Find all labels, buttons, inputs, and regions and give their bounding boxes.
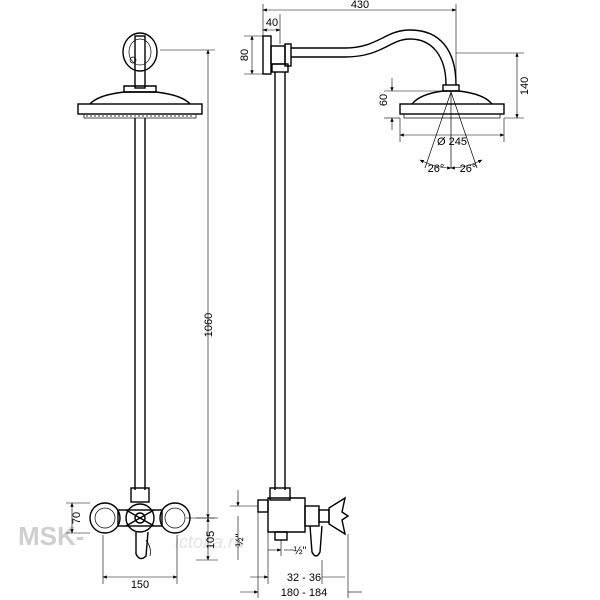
connection-label: 32 - 36 <box>287 572 321 584</box>
height-label: 1060 <box>203 313 215 337</box>
dim-head-height: 60 <box>378 78 443 130</box>
width-label: 150 <box>131 579 149 591</box>
depth-label: 180 - 184 <box>281 587 327 599</box>
head-height-label: 60 <box>378 94 390 106</box>
dim-inlet: ½" <box>230 490 258 560</box>
dim-width: 150 <box>102 535 178 591</box>
front-view: 1060 70 105 150 <box>66 32 218 591</box>
dim-handle-offset: 70 <box>66 502 90 534</box>
side-mixer-valve <box>257 487 350 557</box>
dim-depth: 180 - 184 <box>240 512 362 599</box>
side-view: 26° 26° 430 <box>230 0 531 599</box>
front-riser-pipe <box>134 118 146 490</box>
arm-length-label: 430 <box>351 0 369 11</box>
side-wall-flange <box>262 35 292 75</box>
angle-right-label: 26° <box>460 163 477 175</box>
dim-flange: 80 <box>239 35 263 75</box>
front-wall-bracket <box>122 32 158 89</box>
spray-angle-lines: 26° 26° <box>419 91 483 175</box>
handle-offset-label: 70 <box>71 512 83 524</box>
side-shower-arm <box>291 29 460 92</box>
outlet-label: ½" <box>293 545 306 557</box>
inlet-label: ½" <box>234 533 246 546</box>
angle-left-label: 26° <box>428 163 445 175</box>
dim-arm-length: 430 <box>262 0 457 85</box>
dim-connection: 32 - 36 <box>250 532 345 584</box>
side-shower-head <box>399 90 505 119</box>
wall-offset-label: 40 <box>266 17 278 29</box>
bottom-height-label: 105 <box>205 531 217 549</box>
drop-label: 140 <box>519 77 531 95</box>
dim-bottom-height: 105 <box>196 517 218 561</box>
dim-total-height: 1060 <box>160 49 215 519</box>
front-mixer-valve <box>89 487 191 560</box>
watermark-brand: MSK- <box>18 521 84 551</box>
diameter-label: Ø 245 <box>437 136 467 148</box>
dim-diameter: Ø 245 <box>399 118 505 148</box>
side-riser-pipe <box>271 63 289 490</box>
dim-wall-offset: 40 <box>262 14 281 44</box>
flange-label: 80 <box>239 49 251 61</box>
dim-outlet: ½" <box>268 540 307 557</box>
dim-drop: 140 <box>456 52 531 119</box>
front-shower-head <box>77 85 203 119</box>
